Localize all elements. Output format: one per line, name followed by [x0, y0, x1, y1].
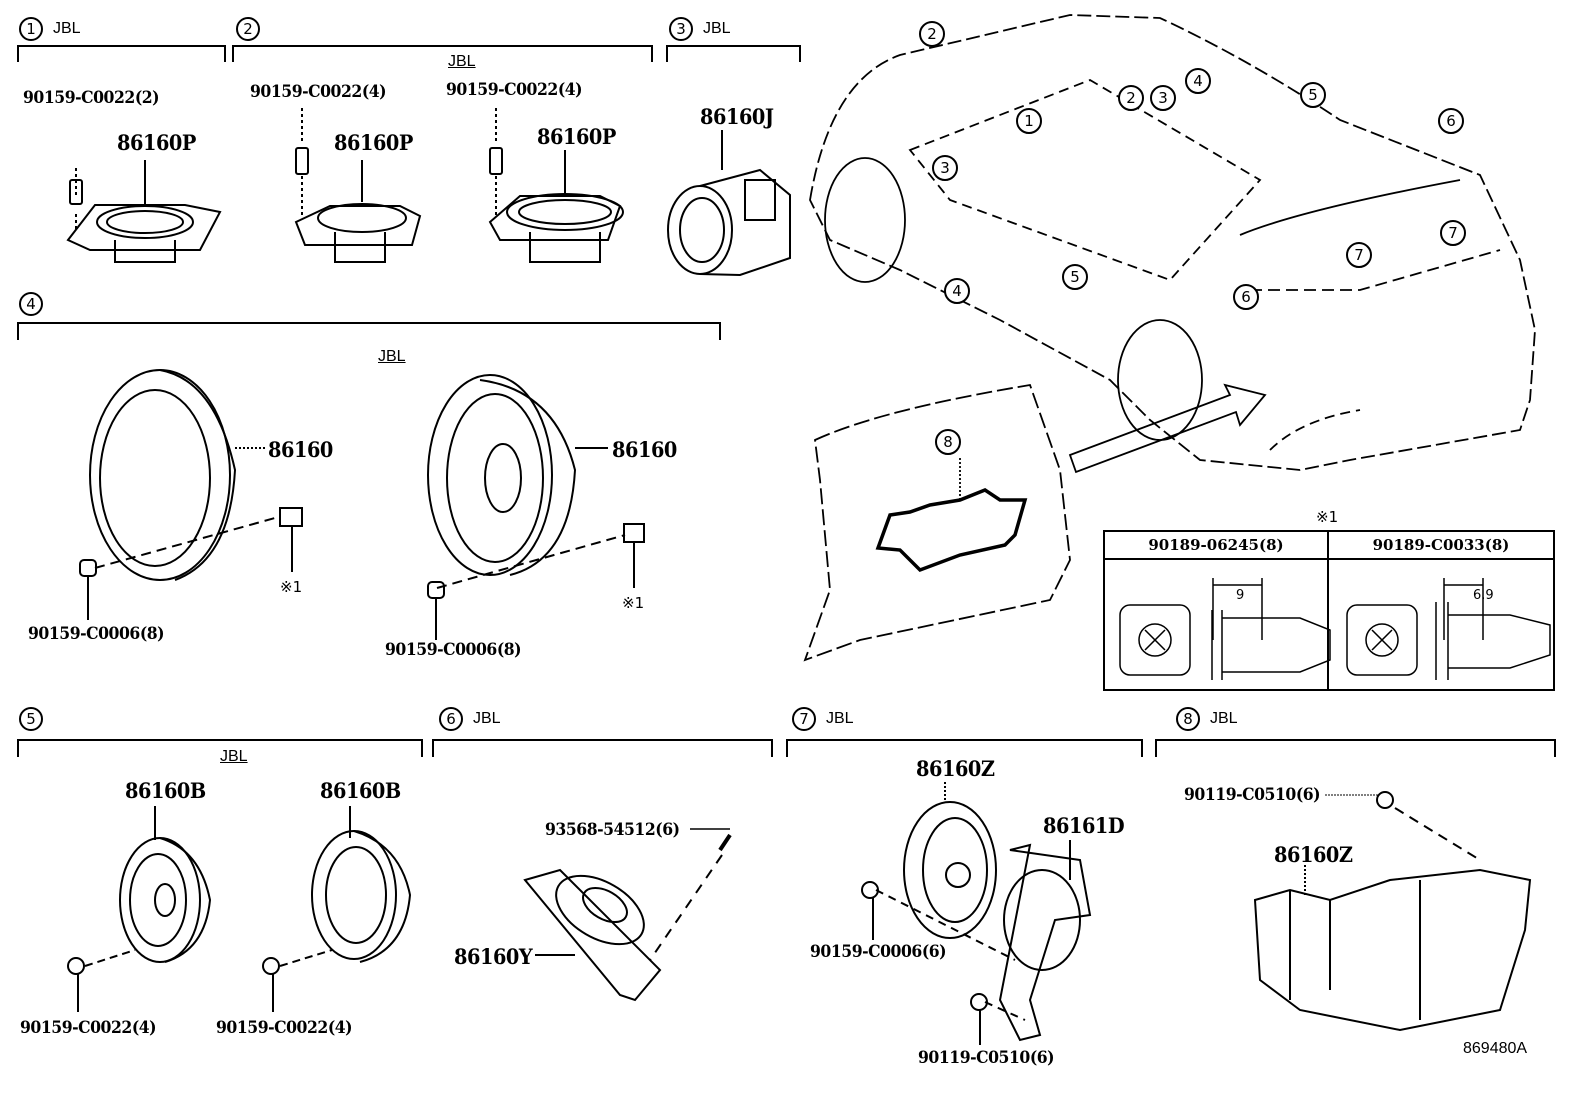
section-2-header: 2: [236, 17, 260, 41]
section-6-header: 6 JBL: [439, 707, 501, 731]
part-number-label[interactable]: 86160: [268, 437, 333, 462]
amplifier-86160z-8: [1253, 791, 1532, 1032]
vehicle-callout[interactable]: 7: [1346, 242, 1372, 268]
vehicle-callout[interactable]: 3: [932, 155, 958, 181]
vehicle-callout[interactable]: 3: [1150, 85, 1176, 111]
vehicle-callout[interactable]: 6: [1233, 284, 1259, 310]
vehicle-callout[interactable]: 8: [935, 429, 961, 455]
part-number-label[interactable]: 90159-C0022(4): [446, 80, 583, 100]
vehicle-callout[interactable]: 2: [1118, 85, 1144, 111]
speakers-86160b-5: [67, 806, 412, 1012]
section-brackets: [17, 45, 1556, 757]
vehicle-callout[interactable]: 6: [1438, 108, 1464, 134]
part-number-label[interactable]: 90159-C0006(8): [28, 624, 165, 644]
section-7-header: 7 JBL: [792, 707, 854, 731]
brand-label: JBL: [448, 53, 476, 70]
part-number-label[interactable]: 90159-C0022(4): [20, 1018, 157, 1038]
vehicle-callout[interactable]: 5: [1062, 264, 1088, 290]
clip-dimension-lines: [1119, 578, 1551, 680]
part-number-label[interactable]: 86160J: [700, 104, 774, 129]
section-1-header: 1 JBL: [19, 17, 81, 41]
section-number-badge: 1: [19, 17, 43, 41]
section-4-header: 4: [19, 292, 43, 316]
part-number-label[interactable]: 86161D: [1043, 813, 1125, 838]
brand-label: JBL: [473, 710, 501, 727]
part-number-label[interactable]: 86160B: [125, 778, 206, 803]
speaker-86160y-6: [523, 828, 732, 1002]
section-number-badge: 4: [19, 292, 43, 316]
part-number-label[interactable]: 86160B: [320, 778, 401, 803]
clip-drawing-cell: 6.9: [1329, 560, 1553, 689]
part-number-label[interactable]: 90159-C0006(6): [810, 942, 947, 962]
part-number-label[interactable]: 93568-54512(6): [545, 820, 680, 840]
part-number-label[interactable]: 90159-C0022(4): [250, 82, 387, 102]
section-5-header: 5: [19, 707, 43, 731]
part-number-label[interactable]: 86160P: [117, 130, 196, 155]
section-number-badge: 3: [669, 17, 693, 41]
brand-label: JBL: [703, 20, 731, 37]
section-8-header: 8 JBL: [1176, 707, 1238, 731]
footnote-marker: ※1: [280, 578, 303, 596]
brand-label: JBL: [1210, 710, 1238, 727]
part-number-label[interactable]: 86160Y: [454, 944, 533, 969]
vehicle-callout[interactable]: 4: [1185, 68, 1211, 94]
brand-label: JBL: [53, 20, 81, 37]
clip-table-title: ※1: [1316, 508, 1339, 526]
section-number-badge: 7: [792, 707, 816, 731]
footnote-marker: ※1: [622, 594, 645, 612]
speakers-86160p-2: [294, 108, 624, 263]
tailgate-inset: [803, 383, 1267, 662]
brand-label: JBL: [826, 710, 854, 727]
vehicle-callout[interactable]: 1: [1016, 108, 1042, 134]
part-number-label[interactable]: 86160: [612, 437, 677, 462]
clip-drawing-cell: 9: [1105, 560, 1329, 689]
clip-table: 90189-06245(8) 90189-C0033(8) 9 6.9: [1103, 530, 1555, 691]
part-number-label[interactable]: 90159-C0022(2): [23, 88, 160, 108]
part-number-label[interactable]: 86160P: [334, 130, 413, 155]
speaker-86160z-86161d-7: [861, 782, 1092, 1045]
vehicle-callout[interactable]: 7: [1440, 220, 1466, 246]
section-number-badge: 5: [19, 707, 43, 731]
part-number-label[interactable]: 86160Z: [916, 756, 995, 781]
vehicle-callout[interactable]: 5: [1300, 82, 1326, 108]
clip-part-number[interactable]: 90189-C0033(8): [1329, 532, 1553, 560]
part-number-label[interactable]: 90159-C0022(4): [216, 1018, 353, 1038]
section-number-badge: 2: [236, 17, 260, 41]
section-3-header: 3 JBL: [669, 17, 731, 41]
speaker-86160p-1: [66, 160, 222, 263]
vehicle-callout[interactable]: 4: [944, 278, 970, 304]
section-number-badge: 6: [439, 707, 463, 731]
clip-part-number[interactable]: 90189-06245(8): [1105, 532, 1329, 560]
brand-label: JBL: [378, 348, 406, 365]
diagram-reference-code: 869480A: [1463, 1040, 1528, 1057]
tweeter-86160j: [667, 130, 791, 277]
part-number-label[interactable]: 86160P: [537, 124, 616, 149]
part-number-label[interactable]: 90159-C0006(8): [385, 640, 522, 660]
part-number-label[interactable]: 90119-C0510(6): [918, 1048, 1055, 1068]
clip-dimension: 6.9: [1473, 588, 1494, 603]
speakers-86160-4: [79, 369, 645, 640]
clip-dimension: 9: [1236, 588, 1245, 603]
part-number-label[interactable]: 90119-C0510(6): [1184, 785, 1321, 805]
vehicle-outline: [809, 14, 1536, 471]
brand-label: JBL: [220, 748, 248, 765]
vehicle-callout[interactable]: 2: [919, 21, 945, 47]
part-number-label[interactable]: 86160Z: [1274, 842, 1353, 867]
section-number-badge: 8: [1176, 707, 1200, 731]
